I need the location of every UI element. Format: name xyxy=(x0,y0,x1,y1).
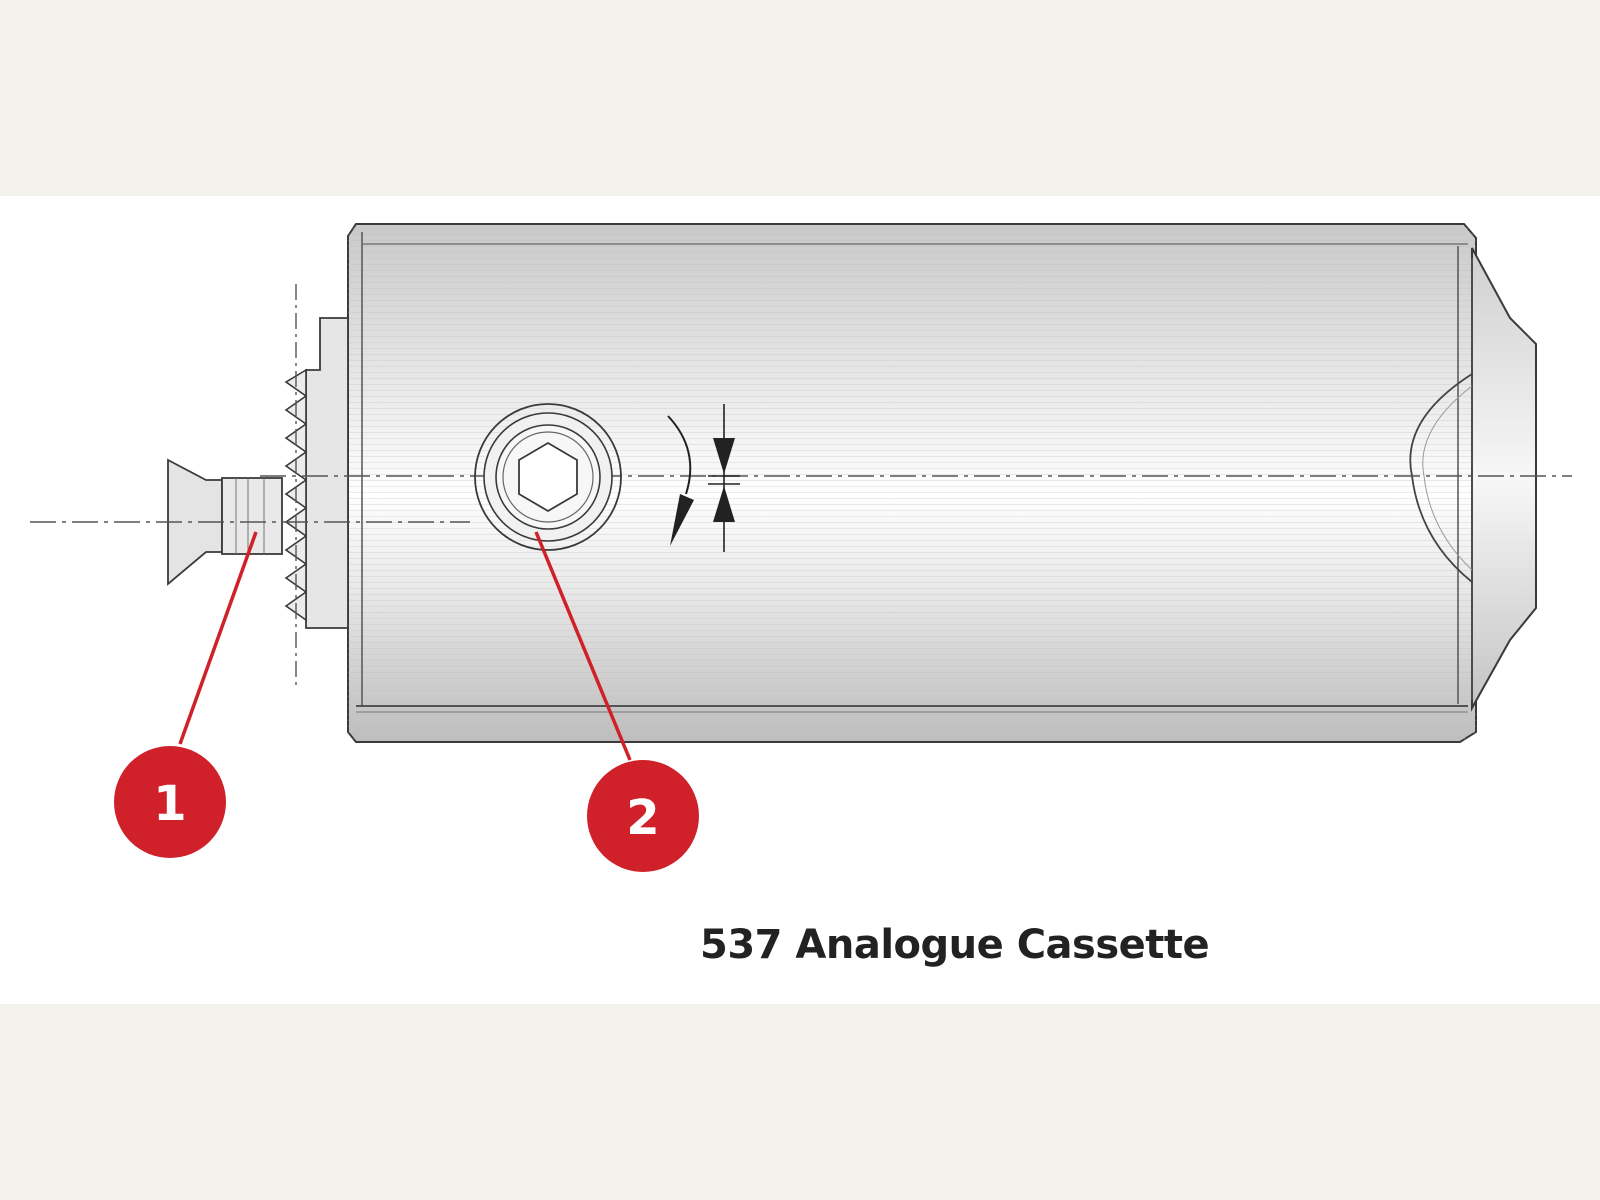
step-block xyxy=(305,317,349,629)
dimension-arrows-icon xyxy=(708,404,740,552)
callout-badge-2: 2 xyxy=(587,760,699,872)
rotation-arrow-icon xyxy=(667,415,694,546)
socket-screw xyxy=(474,403,622,551)
callout-badge-1: 1 xyxy=(114,746,226,858)
diagram-caption: 537 Analogue Cassette xyxy=(700,922,1210,968)
callout-1-leader xyxy=(178,531,258,745)
callout-badge-2-label: 2 xyxy=(626,790,659,846)
hex-socket-icon xyxy=(518,441,578,513)
callout-badge-1-label: 1 xyxy=(153,776,186,832)
cassette-body xyxy=(347,223,1477,743)
callout-2-leader xyxy=(534,531,632,761)
